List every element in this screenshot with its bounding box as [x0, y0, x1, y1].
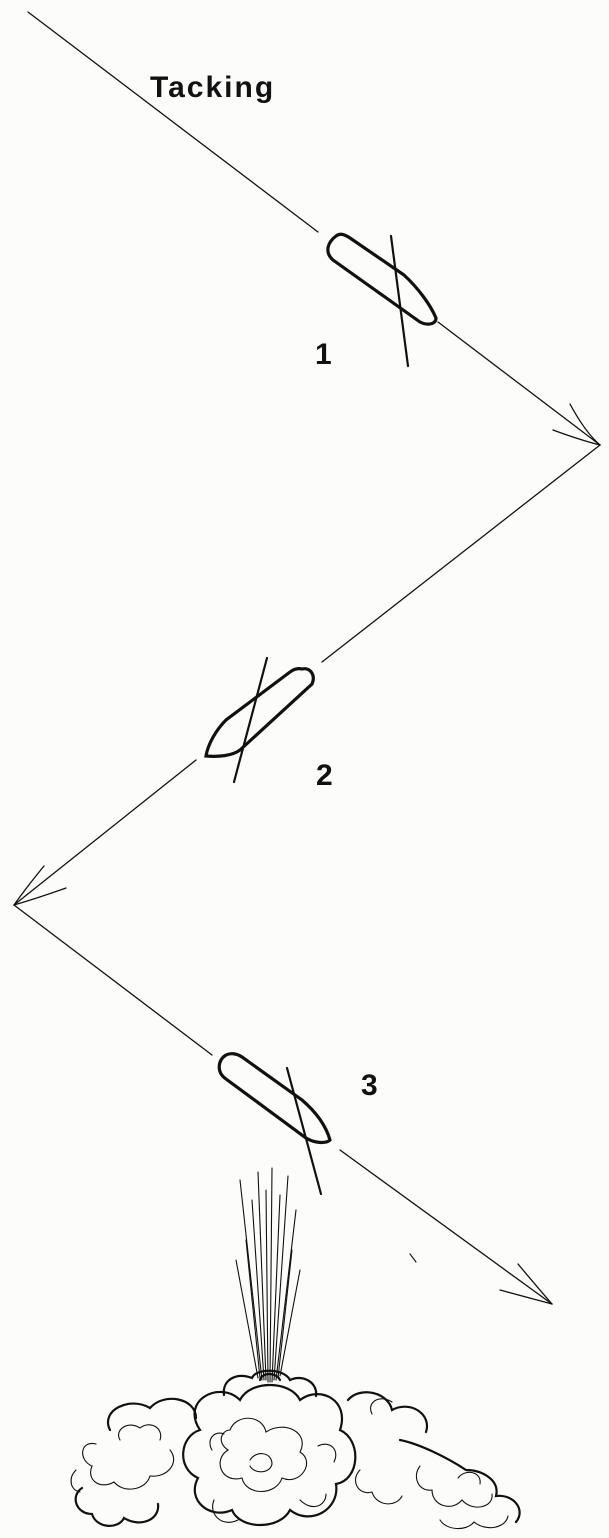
- position-label-3: 3: [361, 1069, 378, 1102]
- boat-position-1: [328, 234, 436, 366]
- boat-position-3: [219, 1054, 330, 1194]
- whale-spout: [236, 1168, 300, 1382]
- turn-arrow-right: [553, 404, 600, 445]
- stray-mark: [410, 1254, 416, 1262]
- water-splash: [71, 1385, 520, 1529]
- position-label-2: 2: [316, 759, 333, 792]
- diagram-title: Tacking: [150, 71, 275, 104]
- whale-head: [224, 1371, 316, 1396]
- boat-position-2: [206, 658, 313, 782]
- position-label-1: 1: [315, 338, 332, 371]
- track-leg-1: [28, 12, 600, 445]
